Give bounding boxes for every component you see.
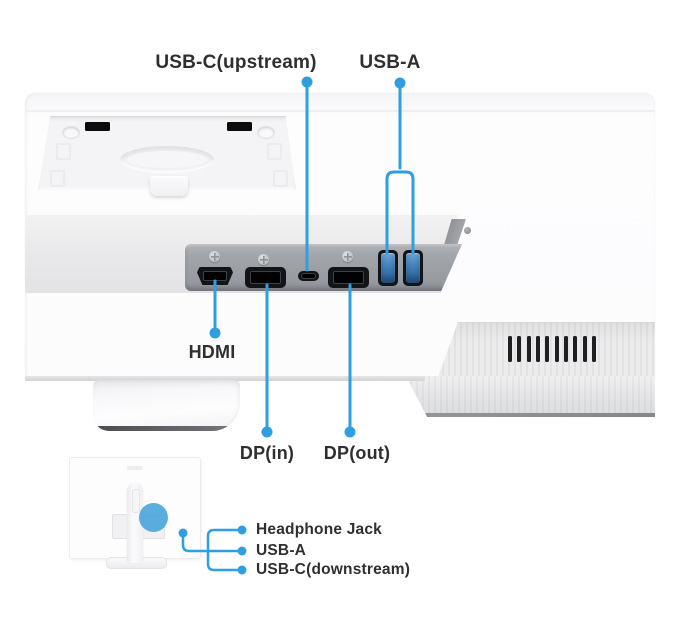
rear-screw-icon (464, 227, 471, 234)
usb-a-callout-dot (394, 77, 406, 89)
hdmi-callout-dot (209, 327, 221, 339)
usb-c-downstream-dot (237, 565, 247, 575)
screw-icon (209, 251, 220, 262)
usb-a-port-icon (378, 250, 398, 286)
stand-release-tab (150, 176, 188, 196)
dp-in-callout-dot (261, 426, 273, 438)
side-ports-callout-bracket (206, 528, 244, 572)
side-usb-a-label: USB-A (256, 542, 307, 559)
vesa-screw-hole-icon (258, 127, 274, 138)
bottom-bezel-edge (25, 376, 425, 381)
usb-a-port-tongue (406, 253, 420, 283)
vesa-corner-mark (56, 143, 71, 160)
dp-out-callout-dot (344, 426, 356, 438)
side-ports-highlight-circle (139, 503, 168, 532)
vent-grille-icon (508, 336, 596, 362)
side-usb-a-dot (237, 546, 247, 556)
usb-c-upstream-label: USB-C(upstream) (155, 52, 317, 73)
screw-icon (342, 251, 353, 262)
dp-out-label: DP(out) (323, 443, 391, 463)
dp-out-port-icon (328, 267, 369, 288)
dp-port-slot (333, 271, 364, 284)
stand-connector-inner (127, 151, 207, 168)
vesa-corner-mark (267, 143, 282, 160)
stand-mount-piece (93, 380, 240, 431)
side-ports-callout-line (181, 531, 244, 553)
stand-connector-circle (120, 146, 214, 173)
brand-logo-placeholder (127, 466, 143, 470)
usb-a-label: USB-A (359, 52, 421, 73)
usb-c-downstream-label: USB-C(downstream) (256, 561, 411, 578)
headphone-jack-dot (237, 525, 247, 535)
side-ports-origin-dot (178, 528, 188, 538)
usb-a-callout-bracket (385, 170, 415, 255)
thumbnail-cable-slot (132, 489, 140, 513)
vesa-screw-hole-icon (63, 127, 79, 138)
usb-a-port-tongue (381, 253, 395, 283)
usb-a-port-icon (403, 250, 423, 286)
bottom-right-edge-band (406, 376, 655, 417)
vesa-corner-mark (50, 170, 65, 187)
port-strip (185, 244, 462, 291)
vesa-slot-icon (227, 122, 252, 131)
rear-panel-crease (25, 110, 655, 112)
vesa-slot-icon (85, 122, 110, 131)
usb-c-upstream-callout-dot (301, 76, 313, 88)
headphone-jack-label: Headphone Jack (256, 521, 382, 538)
screw-icon (258, 254, 269, 265)
dp-port-slot (250, 271, 281, 284)
vesa-corner-mark (273, 170, 288, 187)
usb-c-port-icon (298, 271, 319, 281)
hdmi-label: HDMI (188, 342, 236, 362)
dp-in-label: DP(in) (239, 443, 295, 463)
dp-in-port-icon (245, 267, 286, 288)
usb-c-port-slot (301, 273, 316, 279)
